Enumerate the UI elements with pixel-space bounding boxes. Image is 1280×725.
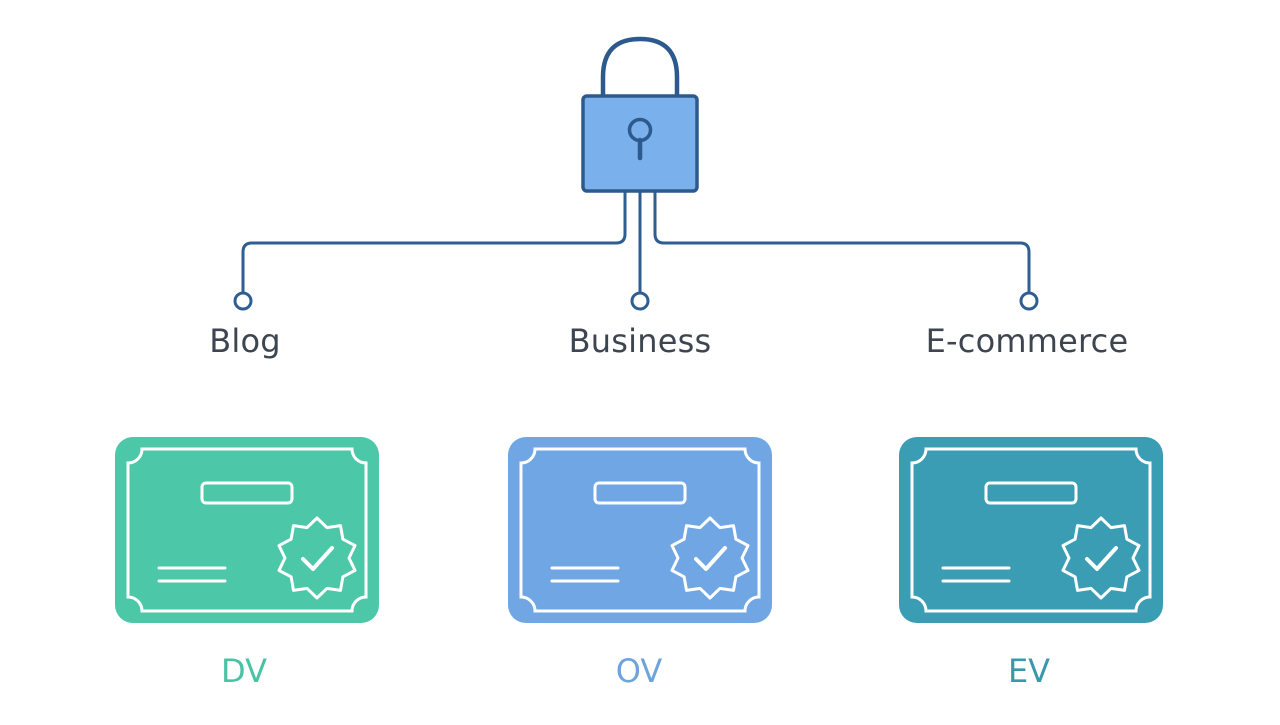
cert-type-label-dv: DV bbox=[221, 652, 267, 690]
node-blog bbox=[233, 291, 253, 311]
connector-nodes bbox=[233, 291, 1039, 311]
verified-badge-icon bbox=[1061, 516, 1141, 600]
certificates-row bbox=[115, 437, 1163, 623]
certificate-card-dv bbox=[115, 437, 379, 623]
cert-type-label-ov: OV bbox=[615, 652, 663, 690]
certificate-card-ev bbox=[899, 437, 1163, 623]
certificate-body bbox=[115, 437, 379, 623]
category-label-blog: Blog bbox=[209, 322, 281, 360]
certificate-border bbox=[519, 447, 761, 613]
verified-badge-icon bbox=[670, 516, 750, 600]
connector-lines bbox=[241, 190, 1031, 295]
node-ecommerce bbox=[1019, 291, 1039, 311]
category-label-business: Business bbox=[568, 322, 712, 360]
certificate-body bbox=[899, 437, 1163, 623]
connector-ecommerce bbox=[653, 190, 1031, 295]
cert-type-label-ev: EV bbox=[1007, 652, 1051, 690]
certificate-border bbox=[126, 447, 368, 613]
padlock-icon bbox=[581, 36, 699, 193]
certificate-title-bar bbox=[593, 481, 687, 505]
certificate-body bbox=[508, 437, 772, 623]
certificate-title-bar bbox=[984, 481, 1078, 505]
node-business bbox=[630, 291, 650, 311]
certificate-title-bar bbox=[200, 481, 294, 505]
verified-badge-icon bbox=[277, 516, 357, 600]
certificate-border bbox=[910, 447, 1152, 613]
certificate-card-ov bbox=[508, 437, 772, 623]
category-label-ecommerce: E-commerce bbox=[925, 322, 1129, 360]
connector-blog bbox=[241, 190, 627, 295]
